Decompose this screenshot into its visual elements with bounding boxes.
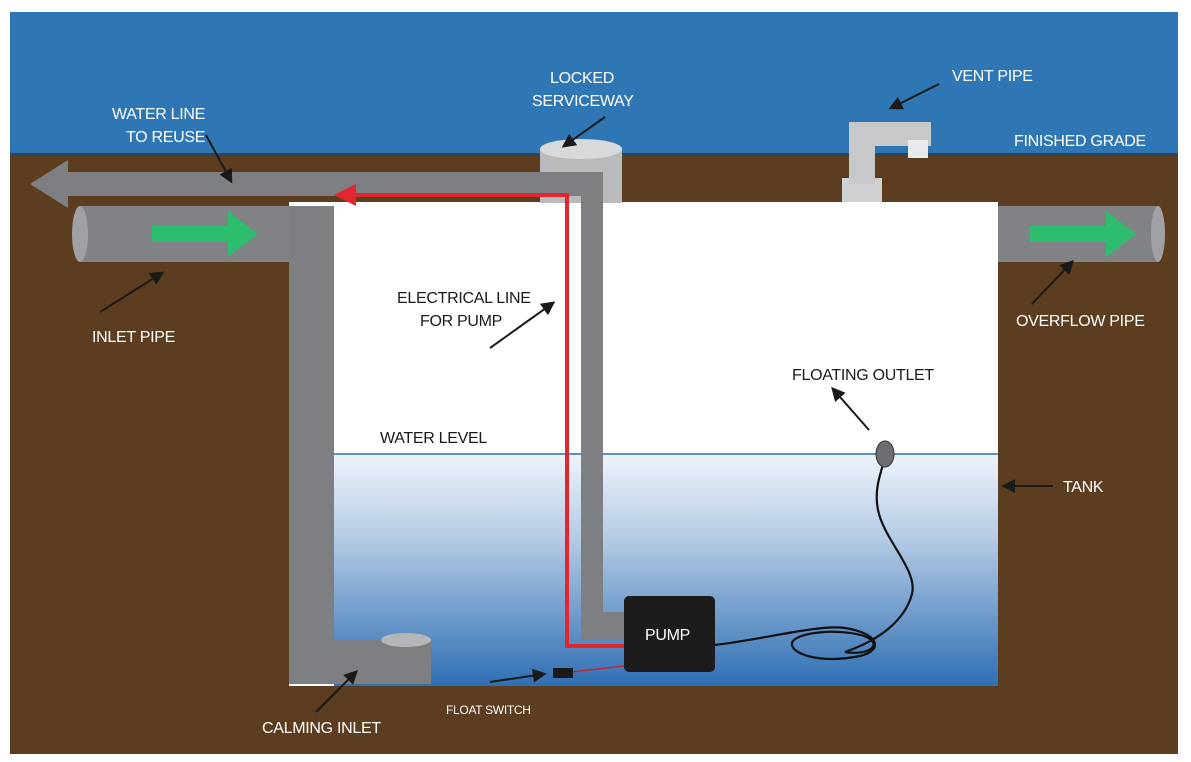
serviceway-pointer <box>561 116 606 148</box>
calming-inlet <box>381 633 431 684</box>
floating-outlet-label: FLOATING OUTLET <box>792 367 934 384</box>
sky <box>10 12 1178 155</box>
finished-grade-label: FINISHED GRADE <box>1014 133 1146 150</box>
overflow-pipe-label: OVERFLOW PIPE <box>1016 313 1145 330</box>
inlet-pipe-label: INLET PIPE <box>92 329 175 346</box>
overflow-flow-arrow <box>1030 211 1136 257</box>
calming-pointer <box>315 670 358 713</box>
vent-pipe <box>842 122 931 202</box>
pointer-arrows <box>99 83 1074 713</box>
inlet-flow-arrow <box>152 211 258 257</box>
electrical-line <box>334 184 624 648</box>
float-switch <box>553 665 625 678</box>
vent-pipe-pointer <box>888 83 940 110</box>
pump-label: PUMP <box>645 627 690 644</box>
floating-outlet <box>875 440 895 468</box>
water-line-label-2: TO REUSE <box>126 129 205 146</box>
float-switch-label: FLOAT SWITCH <box>446 703 531 717</box>
water-level-label: WATER LEVEL <box>380 430 487 447</box>
overflow-pointer <box>1031 259 1074 305</box>
outlet-hose <box>713 457 914 660</box>
vent-pipe-label: VENT PIPE <box>952 68 1033 85</box>
calming-inlet-label: CALMING INLET <box>262 720 381 737</box>
inlet-down-pipe <box>289 206 429 684</box>
tank-label: TANK <box>1063 479 1104 496</box>
serviceway-label-2: SERVICEWAY <box>532 93 634 110</box>
electrical-label-2: FOR PUMP <box>420 313 502 330</box>
electrical-pointer <box>489 301 556 349</box>
water-line-pointer <box>205 134 233 184</box>
float-switch-pointer <box>489 668 547 683</box>
inlet-pipe-pointer <box>99 271 165 313</box>
electrical-label-1: ELECTRICAL LINE <box>397 290 531 307</box>
serviceway-label-1: LOCKED <box>550 70 614 87</box>
water-line-label-1: WATER LINE <box>112 106 205 123</box>
pump <box>624 596 715 672</box>
floating-outlet-pointer <box>831 386 870 431</box>
